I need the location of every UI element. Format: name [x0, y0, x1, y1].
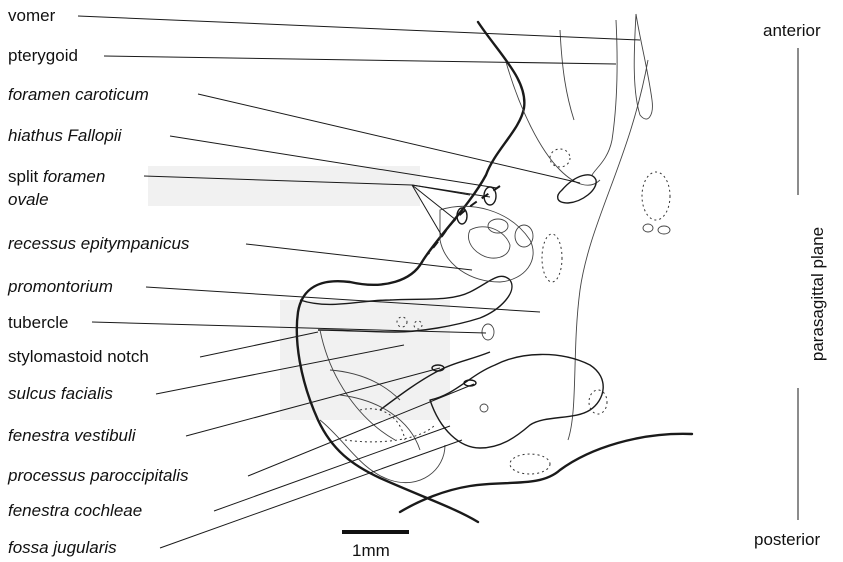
ridge-line-3	[568, 60, 648, 440]
label-promontorium: promontorium	[7, 277, 113, 296]
leader-fenestra-cochleae	[214, 426, 450, 511]
scale-bar: 1mm	[342, 530, 409, 560]
label-fenestra-vestibuli: fenestra vestibuli	[8, 426, 137, 445]
label-fenestra-cochleae: fenestra cochleae	[8, 501, 142, 520]
vomer-outline	[634, 14, 652, 119]
label-recessus-epitympanicus: recessus epitympanicus	[8, 234, 190, 253]
right-contour	[400, 434, 692, 512]
leader-recessus	[246, 244, 472, 270]
promontorium-outline	[440, 206, 533, 282]
label-stylomastoid-notch: stylomastoid notch	[8, 347, 149, 366]
ridge-line-2	[560, 30, 574, 120]
label-posterior: posterior	[754, 530, 820, 549]
small-foramina	[432, 187, 670, 412]
label-parasagittal-plane: parasagittal plane	[808, 227, 827, 361]
label-pterygoid: pterygoid	[8, 46, 78, 65]
label-split-foramen: split foramen	[8, 167, 105, 186]
label-processus-paroccipitalis: processus paroccipitalis	[7, 466, 189, 485]
leader-pterygoid	[104, 56, 616, 64]
label-vomer: vomer	[8, 6, 56, 25]
orientation-axis: anterior parasagittal plane posterior	[754, 21, 827, 549]
label-anterior: anterior	[763, 21, 821, 40]
labels: vomer pterygoid foramen caroticum hiathu…	[7, 6, 190, 557]
ridge-line	[506, 62, 600, 185]
label-sulcus-facialis: sulcus facialis	[8, 384, 113, 403]
split-foramen-dashes	[428, 186, 500, 254]
label-fossa-jugularis: fossa jugularis	[8, 538, 117, 557]
scale-bar-label: 1mm	[352, 541, 390, 560]
leader-vomer	[78, 16, 640, 40]
label-split-ovale: ovale	[8, 190, 49, 209]
label-foramen-caroticum: foramen caroticum	[8, 85, 149, 104]
scale-bar-line	[342, 530, 409, 534]
pterygoid-outline	[592, 20, 617, 175]
label-hiatus-fallopii: hiathus Fallopii	[8, 126, 123, 145]
paroccipital-outline	[430, 354, 603, 448]
leader-split-4	[412, 185, 442, 236]
label-tubercle: tubercle	[8, 313, 68, 332]
skull-outline	[297, 14, 692, 522]
background-shading	[148, 166, 450, 420]
